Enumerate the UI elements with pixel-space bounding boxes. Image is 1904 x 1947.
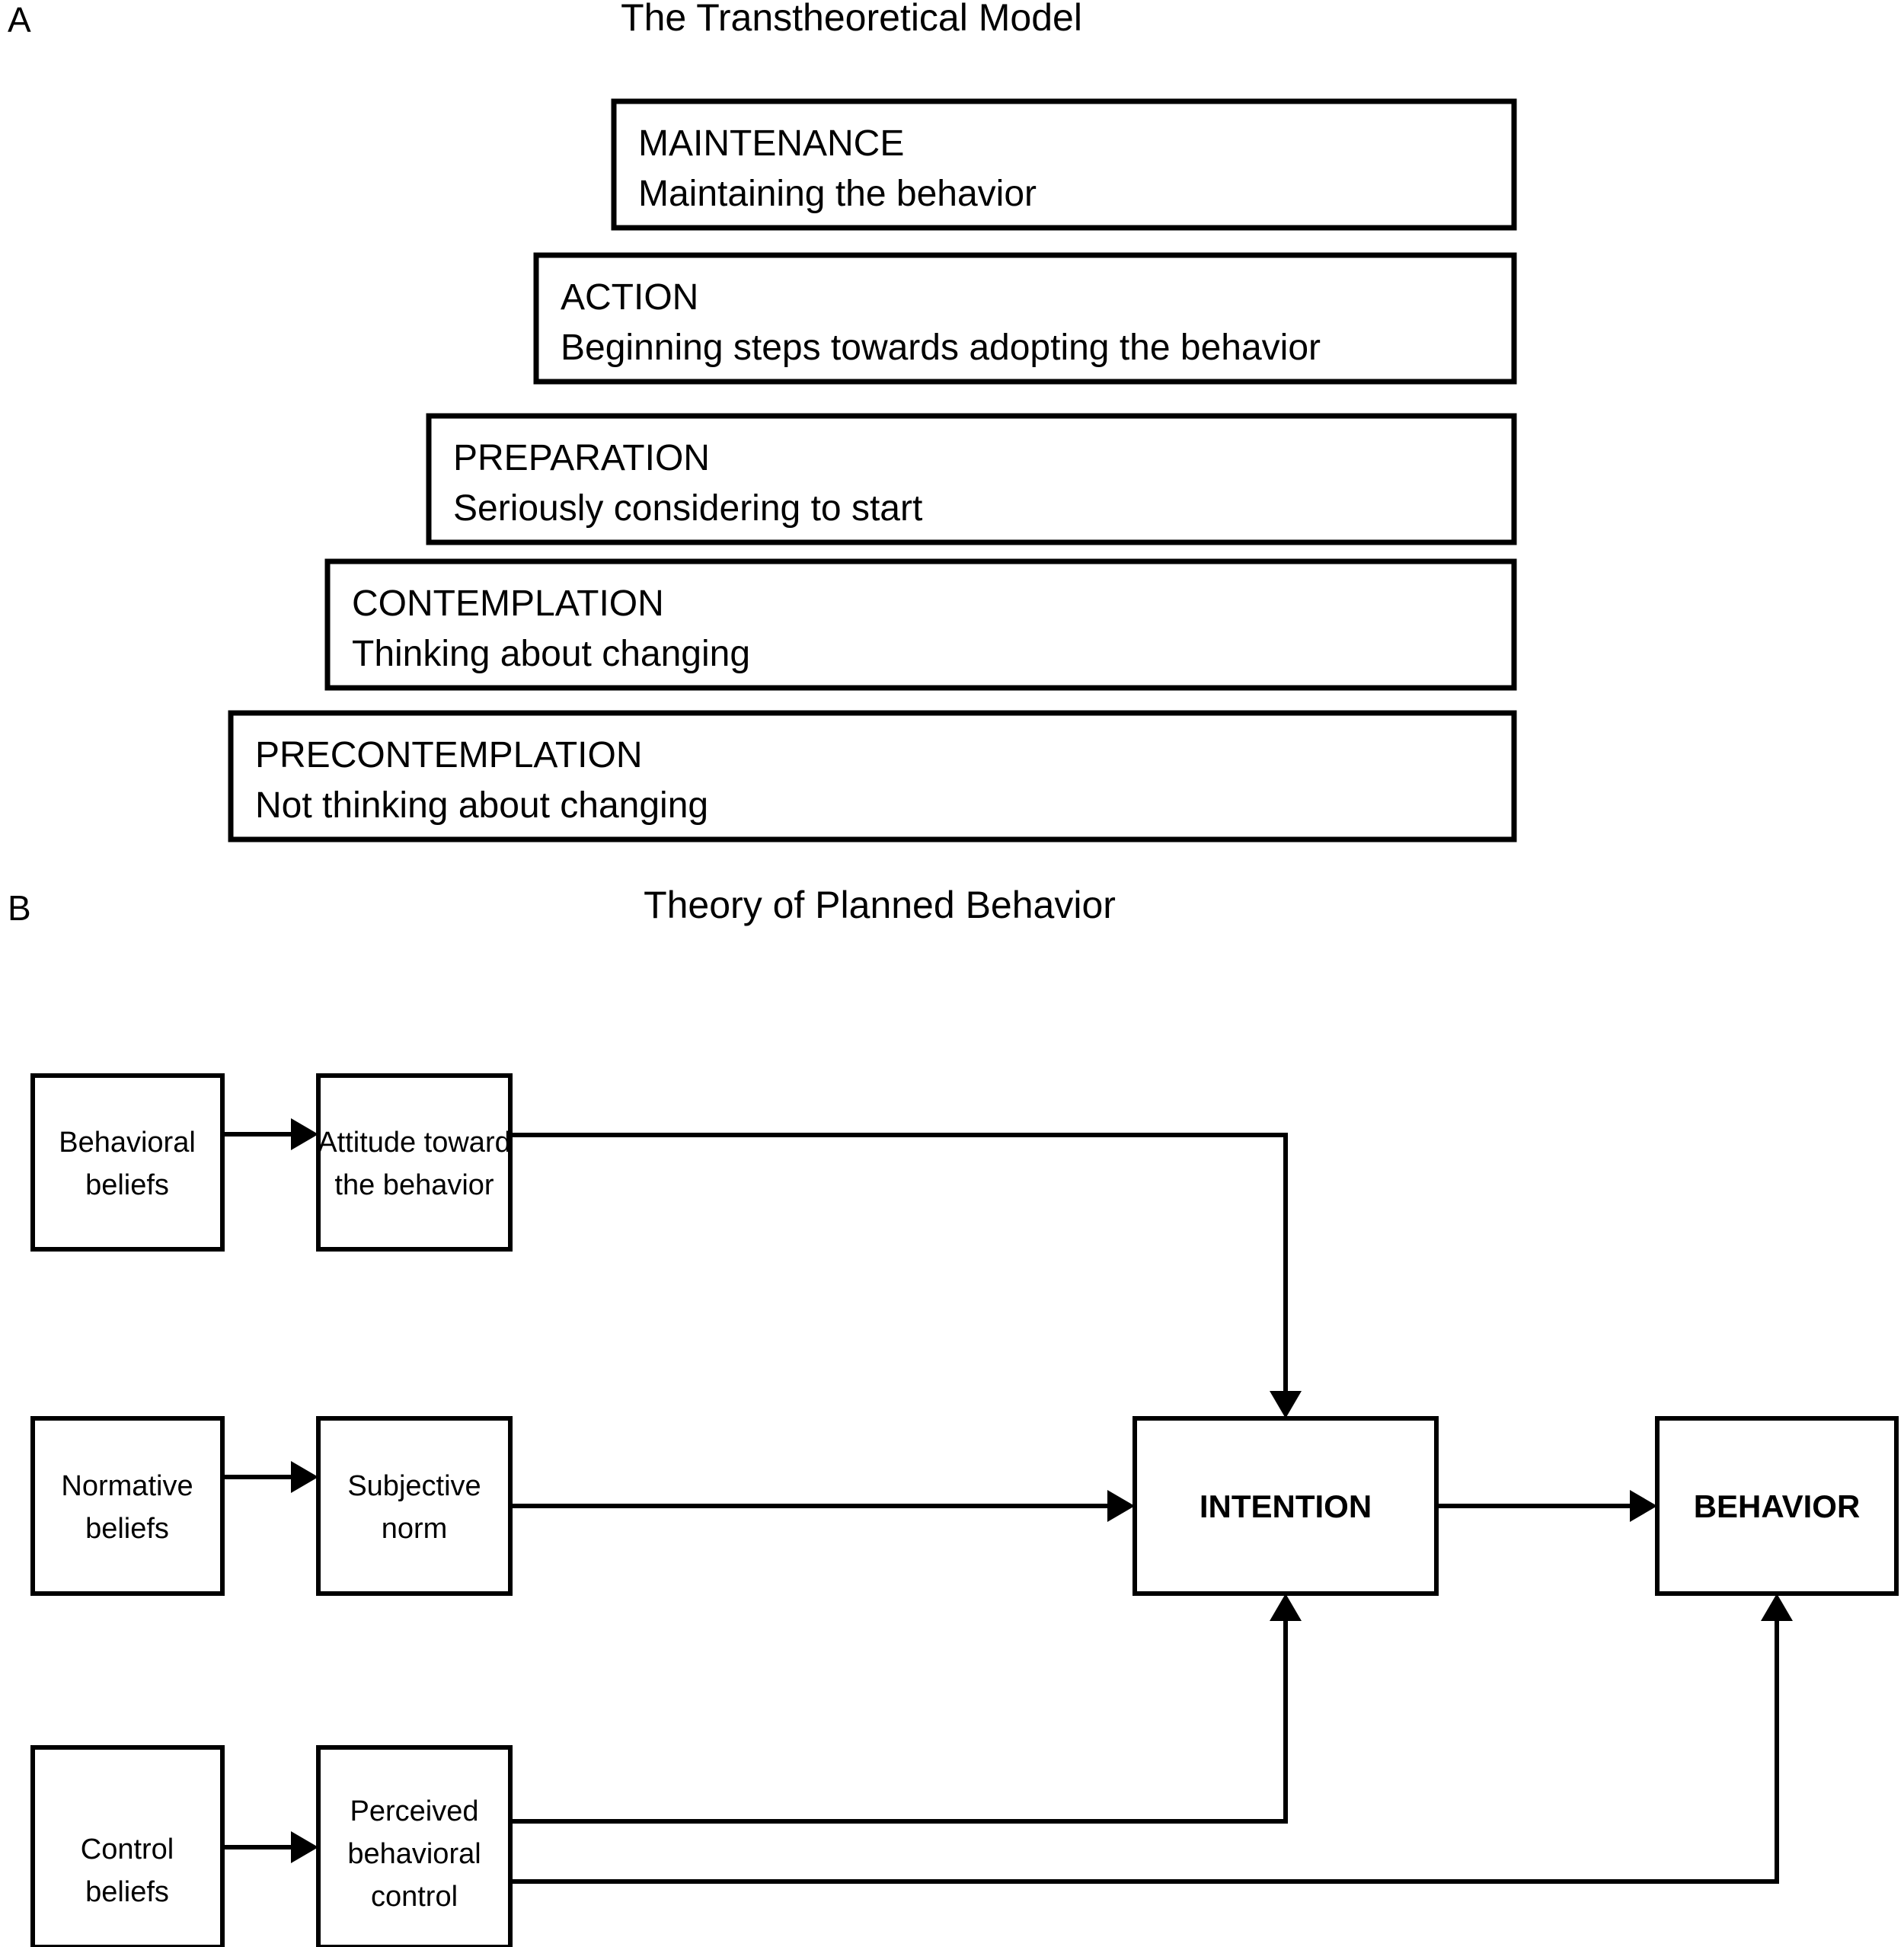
node-rect [30,1073,225,1252]
stage-rect [533,252,1517,385]
arrowhead-icon [291,1461,318,1493]
arrowhead-icon [291,1118,318,1150]
node-rect [30,1745,225,1947]
node-label-line3: control [371,1881,458,1913]
panel-a-title: The Transtheoretical Model [621,0,1082,39]
stage-name: PRECONTEMPLATION [255,735,643,775]
panel-a: A The Transtheoretical Model MAINTENANCE… [8,0,1517,842]
edge-pbc-to-intention [510,1594,1302,1824]
stage-description: Seriously considering to start [453,488,922,529]
edge-line [510,1621,1288,1824]
edge-intention-to-behavior [1436,1490,1657,1522]
node-label-line2: beliefs [85,1513,169,1545]
stage-box-preparation[interactable]: PREPARATION Seriously considering to sta… [426,413,1517,545]
stage-description: Thinking about changing [352,634,750,674]
tpb-node-behavioral-beliefs[interactable]: Behavioral beliefs [30,1073,225,1252]
node-label-line1: Perceived [350,1795,479,1827]
panel-b-title: Theory of Planned Behavior [644,884,1116,926]
stage-name: CONTEMPLATION [352,583,664,624]
edge-normative-beliefs-to-subjective-norm [222,1461,318,1493]
edge-line [510,1621,1779,1884]
stage-description: Beginning steps towards adopting the beh… [561,328,1321,368]
panel-a-letter: A [8,0,31,40]
arrowhead-icon [1630,1490,1657,1522]
edge-line [510,1133,1288,1391]
arrowhead-icon [291,1831,318,1863]
panel-b: B Theory of Planned Behavior Behavioral … [8,884,1899,1947]
tpb-node-intention[interactable]: INTENTION [1132,1416,1439,1596]
stage-rect [324,558,1517,691]
stage-name: PREPARATION [453,438,710,478]
node-label-line1: Subjective [347,1470,481,1502]
tpb-node-perceived-behavioral-control[interactable]: Perceived behavioral control [316,1745,513,1947]
stage-name: MAINTENANCE [638,123,904,164]
stage-description: Not thinking about changing [255,785,708,826]
tpb-node-subjective-norm[interactable]: Subjective norm [316,1416,513,1596]
stage-box-maintenance[interactable]: MAINTENANCE Maintaining the behavior [611,98,1517,231]
stage-box-contemplation[interactable]: CONTEMPLATION Thinking about changing [324,558,1517,691]
node-label-line2: norm [382,1513,448,1545]
node-label-line1: Behavioral [59,1127,196,1159]
tpb-node-behavior[interactable]: BEHAVIOR [1655,1416,1899,1596]
node-label-line1: Control [81,1834,174,1865]
node-rect [316,1416,513,1596]
arrowhead-icon [1270,1391,1302,1418]
arrowhead-icon [1761,1594,1793,1621]
node-label-line1: Attitude toward [318,1127,510,1159]
node-label-line1: INTENTION [1200,1488,1372,1524]
arrowhead-icon [1107,1490,1135,1522]
tpb-node-attitude-toward-behavior[interactable]: Attitude toward the behavior [316,1073,513,1252]
stage-rect [228,710,1517,842]
edge-pbc-to-behavior [510,1594,1793,1884]
tpb-node-normative-beliefs[interactable]: Normative beliefs [30,1416,225,1596]
node-label-line1: Normative [61,1470,193,1502]
node-rect [316,1073,513,1252]
stage-rect [611,98,1517,231]
edge-attitude-to-intention [510,1133,1302,1418]
arrowhead-icon [1270,1594,1302,1621]
edge-behavioral-beliefs-to-attitude [222,1118,318,1150]
stage-box-precontemplation[interactable]: PRECONTEMPLATION Not thinking about chan… [228,710,1517,842]
node-label-line2: behavioral [347,1838,481,1870]
node-rect [30,1416,225,1596]
stage-rect [426,413,1517,545]
edge-control-beliefs-to-pbc [222,1831,318,1863]
node-label-line2: the behavior [334,1169,494,1201]
stage-box-action[interactable]: ACTION Beginning steps towards adopting … [533,252,1517,385]
node-label-line2: beliefs [85,1169,169,1201]
tpb-node-control-beliefs[interactable]: Control beliefs [30,1745,225,1947]
panel-b-letter: B [8,888,31,928]
stage-description: Maintaining the behavior [638,174,1037,214]
node-label-line1: BEHAVIOR [1694,1488,1861,1524]
node-rect [1655,1416,1899,1596]
stage-name: ACTION [561,277,698,318]
edge-subjective-norm-to-intention [510,1490,1135,1522]
node-label-line2: beliefs [85,1876,169,1908]
